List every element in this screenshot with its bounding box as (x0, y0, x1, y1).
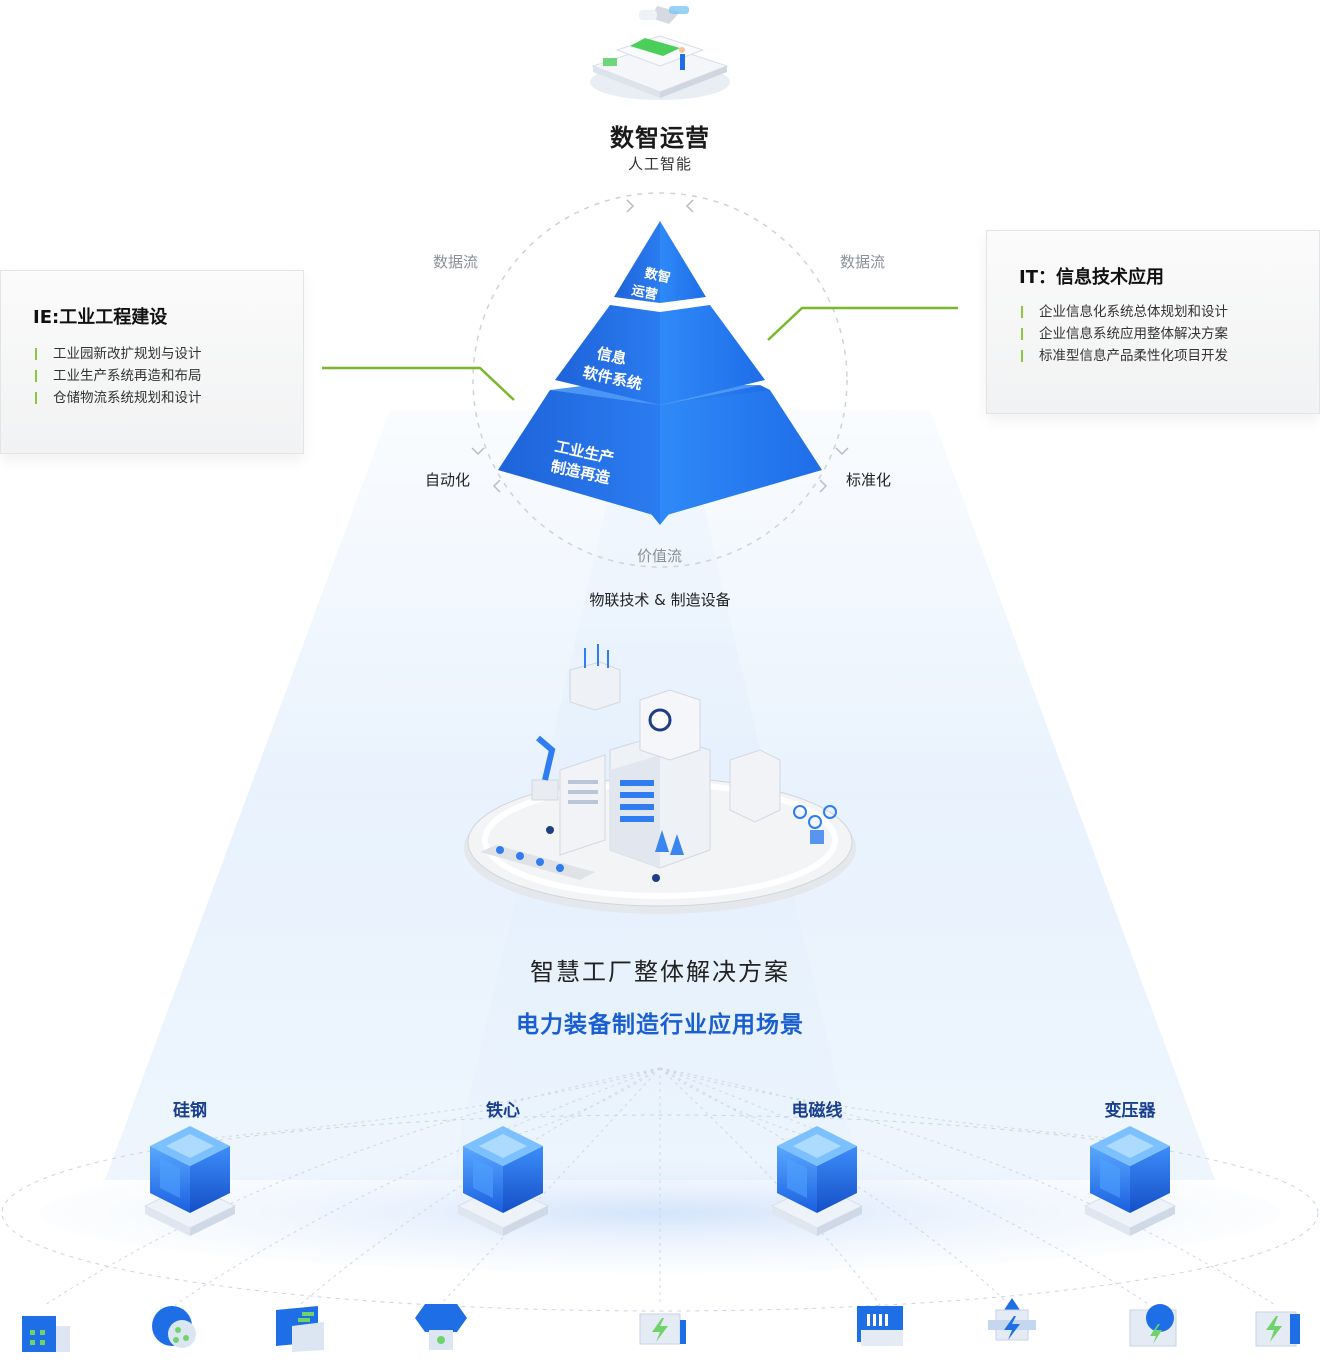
charger-icon (1255, 1311, 1300, 1347)
meter-icon (1129, 1304, 1177, 1347)
list-item: 工业生产系统再造和布局 (35, 365, 202, 387)
server-icon (857, 1306, 903, 1346)
pyramid-top-line1: 数智 (643, 265, 672, 286)
it-card: IT：信息技术应用 企业信息化系统总体规划和设计 企业信息系统应用整体解决方案 … (986, 230, 1320, 414)
ie-card-title: IE:工业工程建设 (33, 307, 168, 328)
solution-subtitle: 电力装备制造行业应用场景 (516, 1012, 804, 1038)
list-item: 标准型信息产品柔性化项目开发 (1021, 345, 1228, 367)
pyramid-top-line2: 运营 (630, 282, 659, 303)
battery-icon (639, 1313, 686, 1345)
node-cubes (144, 1125, 1176, 1237)
transformer-cube-icon (1084, 1125, 1176, 1237)
factory-icon (22, 1316, 70, 1352)
list-item: 工业园新改扩规划与设计 (35, 343, 202, 365)
valve-icon (415, 1304, 467, 1350)
side-label-automation: 自动化 (425, 471, 471, 489)
panel-icon (276, 1306, 324, 1352)
node-label-magnet-wire: 电磁线 (791, 1101, 843, 1121)
pyramid-mid-line1: 信息 (595, 344, 628, 368)
silicon-steel-cube-icon (144, 1125, 236, 1237)
it-card-list: 企业信息化系统总体规划和设计 企业信息系统应用整体解决方案 标准型信息产品柔性化… (1021, 301, 1228, 367)
ie-card: IE:工业工程建设 工业园新改扩规划与设计 工业生产系统再造和布局 仓储物流系统… (0, 270, 304, 454)
node-label-silicon-steel: 硅钢 (173, 1101, 207, 1121)
tower-power-icon (988, 1298, 1036, 1341)
solution-title: 智慧工厂整体解决方案 (530, 958, 790, 986)
flow-label-bottom: 价值流 (637, 547, 683, 565)
gear-network-icon (152, 1306, 196, 1348)
magnet-wire-cube-icon (771, 1125, 863, 1237)
flow-label-right: 数据流 (840, 253, 886, 271)
list-item: 仓储物流系统规划和设计 (35, 387, 202, 409)
pyramid-diagram: 数智 运营 信息 软件系统 工业生产 制造再造 (498, 221, 822, 525)
flow-label-left: 数据流 (433, 253, 479, 271)
side-label-standardization: 标准化 (846, 471, 892, 489)
iot-label: 物联技术 & 制造设备 (589, 591, 731, 609)
ie-card-list: 工业园新改扩规划与设计 工业生产系统再造和布局 仓储物流系统规划和设计 (35, 343, 202, 409)
iron-core-cube-icon (457, 1125, 549, 1237)
operations-center-icon (590, 6, 730, 100)
node-label-transformer: 变压器 (1104, 1101, 1156, 1121)
it-card-title: IT：信息技术应用 (1019, 267, 1164, 288)
list-item: 企业信息化系统总体规划和设计 (1021, 301, 1228, 323)
node-label-iron-core: 铁心 (486, 1101, 520, 1121)
list-item: 企业信息系统应用整体解决方案 (1021, 323, 1228, 345)
smart-factory-illustration (464, 644, 856, 914)
top-title: 数智运营 (610, 124, 710, 152)
top-subtitle: 人工智能 (627, 155, 692, 173)
